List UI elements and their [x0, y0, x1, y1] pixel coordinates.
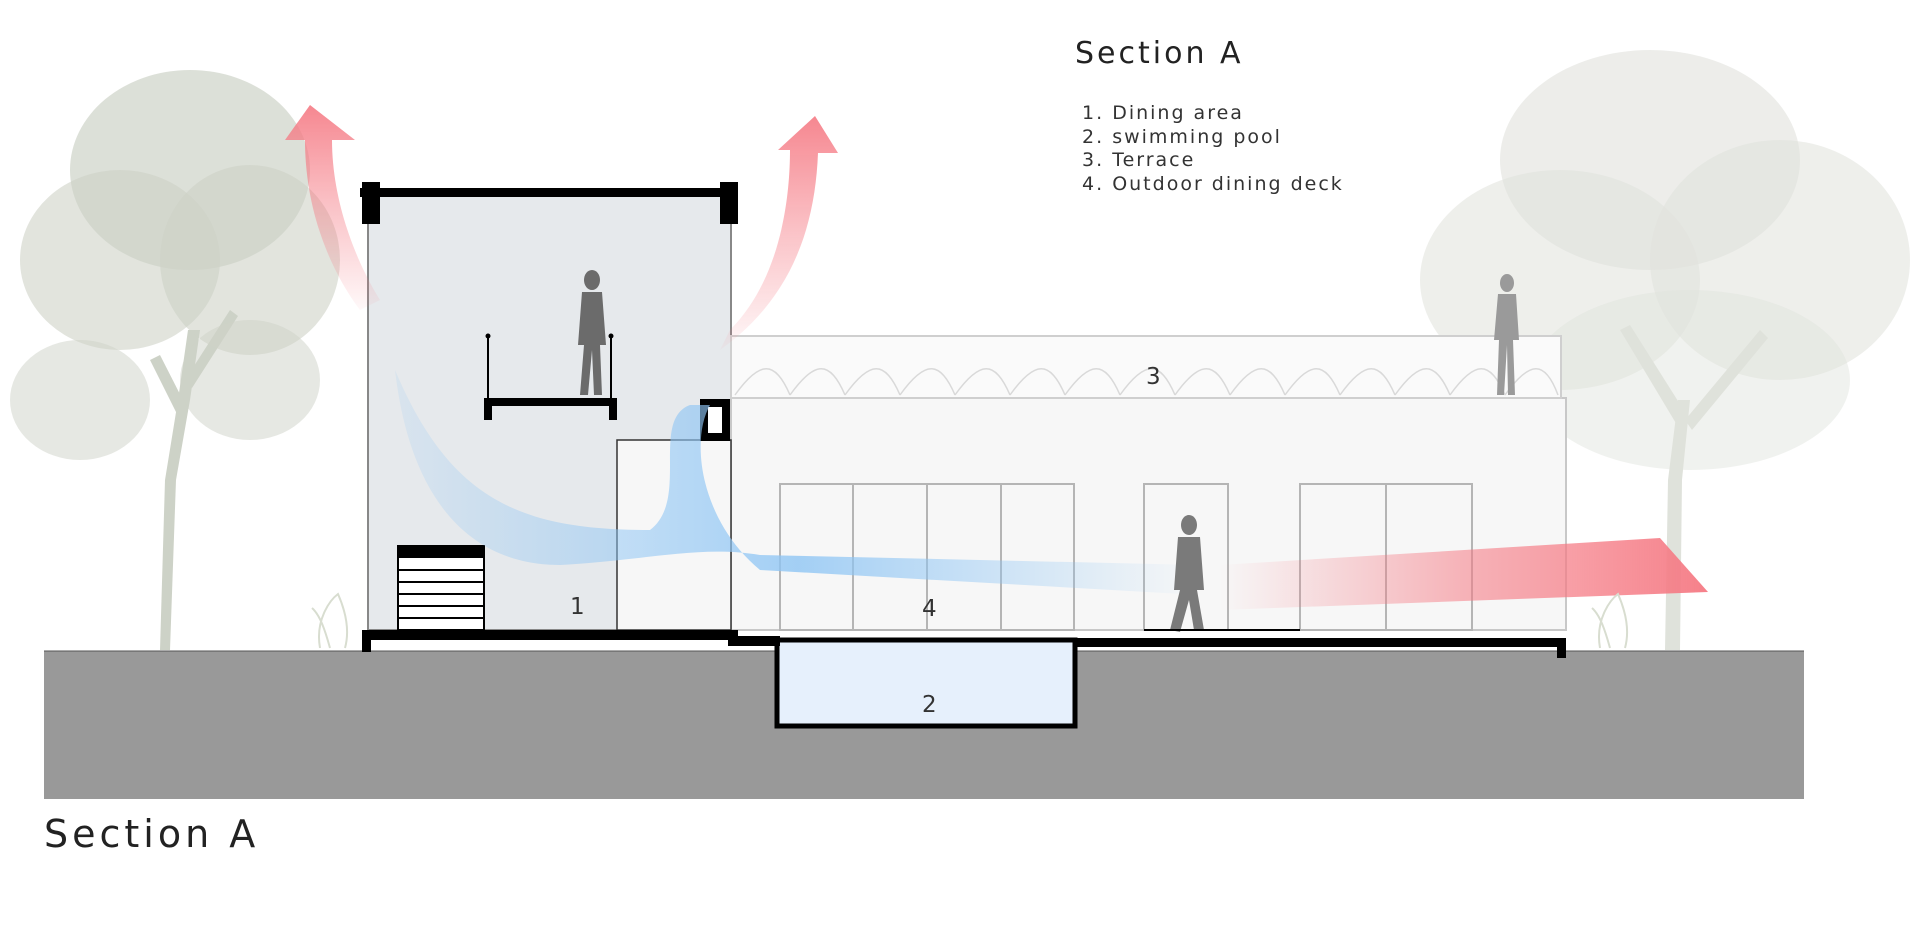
warm-air-exhaust-left: [285, 105, 380, 310]
warm-air-inflow: [1220, 538, 1708, 610]
legend-item-number: 2.: [1082, 125, 1105, 148]
legend-item-number: 3.: [1082, 149, 1105, 171]
label-dining-area: 1: [570, 594, 585, 620]
legend-item-label: Terrace: [1112, 149, 1196, 171]
person-terrace: [1494, 274, 1519, 395]
floor-slabs: [362, 630, 1566, 658]
swimming-pool: [774, 637, 1078, 729]
mezzanine: [484, 333, 617, 420]
label-outdoor-dining-deck: 4: [922, 596, 937, 622]
section-title-bottom: Section A: [44, 812, 260, 856]
legend-item: 2. swimming pool: [1082, 126, 1344, 150]
stair: [397, 545, 485, 631]
legend-item-label: swimming pool: [1112, 125, 1282, 148]
legend-item-label: Dining area: [1112, 102, 1244, 124]
warm-air-exhaust-right: [720, 116, 838, 350]
shrub-left: [311, 592, 348, 649]
legend-item-number: 4.: [1082, 172, 1105, 195]
legend-item: 3. Terrace: [1082, 149, 1344, 173]
person-walking: [1170, 515, 1204, 632]
glazing-left: [779, 483, 1075, 631]
shrub-right: [1591, 592, 1628, 649]
legend-item-number: 1.: [1082, 102, 1105, 124]
person-mezzanine: [578, 270, 606, 395]
legend-item: 1. Dining area: [1082, 102, 1344, 126]
tree-left: [10, 70, 340, 650]
label-swimming-pool: 2: [922, 692, 937, 718]
cool-air-flow: [395, 370, 1200, 595]
terrace-planter: [730, 335, 1562, 399]
legend-list: 1. Dining area 2. swimming pool 3. Terra…: [1082, 102, 1344, 196]
legend-item-label: Outdoor dining deck: [1112, 172, 1344, 195]
section-title-top: Section A: [1075, 36, 1244, 71]
legend-item: 4. Outdoor dining deck: [1082, 173, 1344, 197]
label-terrace: 3: [1146, 364, 1161, 390]
